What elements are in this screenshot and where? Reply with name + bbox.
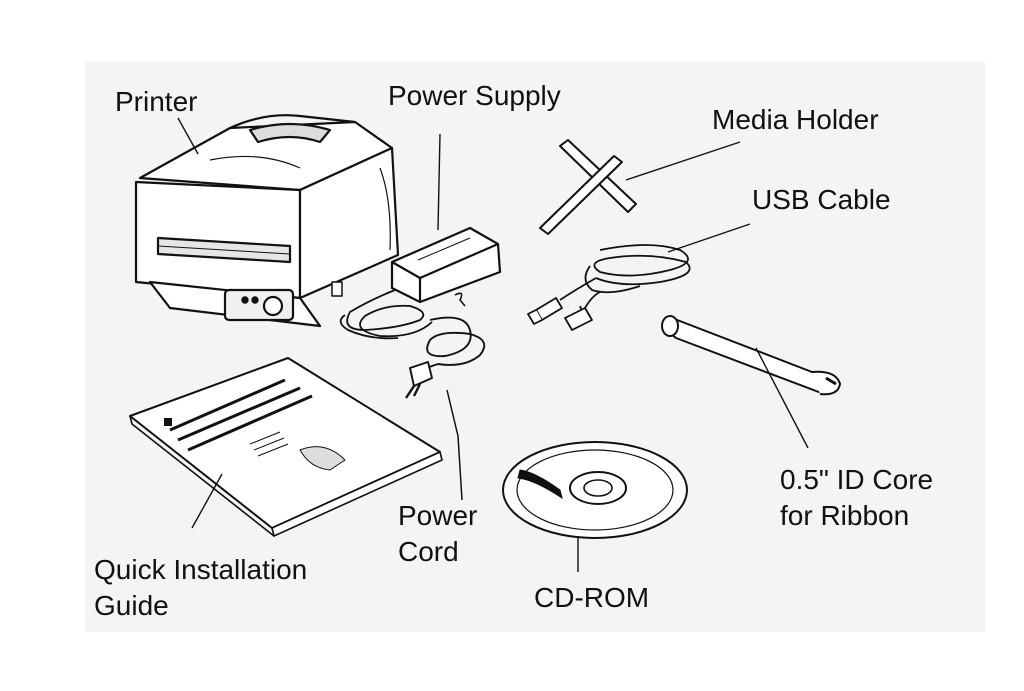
usb-cable-leader (667, 223, 751, 253)
guide-booklet-illustration (129, 357, 443, 537)
printer-label: Printer (115, 86, 198, 117)
power-supply-illustration (339, 226, 502, 340)
power-supply-leader (437, 133, 441, 231)
power-cord-label-line1: Power (398, 500, 478, 531)
guide-leader (191, 473, 223, 529)
media-holder-illustration (539, 139, 637, 235)
core-label-line1: 0.5" ID Core (780, 464, 934, 495)
usb-cable-illustration (527, 244, 691, 331)
usb-cable-label: USB Cable (752, 184, 891, 215)
cdrom-illustration (502, 441, 688, 539)
power-supply-label: Power Supply (388, 80, 561, 111)
media-holder-leader (625, 141, 741, 181)
ribbon-core-illustration (661, 315, 841, 396)
cdrom-label: CD-ROM (534, 582, 650, 613)
guide-label-line1: Quick Installation (94, 554, 308, 585)
core-label-line2: for Ribbon (780, 500, 910, 531)
power-cord-illustration (405, 316, 486, 501)
guide-label-line2: Guide (94, 590, 169, 621)
power-cord-label-line2: Cord (398, 536, 459, 567)
ribbon-core-leader (755, 347, 809, 449)
printer-illustration (134, 114, 400, 328)
media-holder-label: Media Holder (712, 104, 879, 135)
printer-leader (177, 117, 199, 155)
